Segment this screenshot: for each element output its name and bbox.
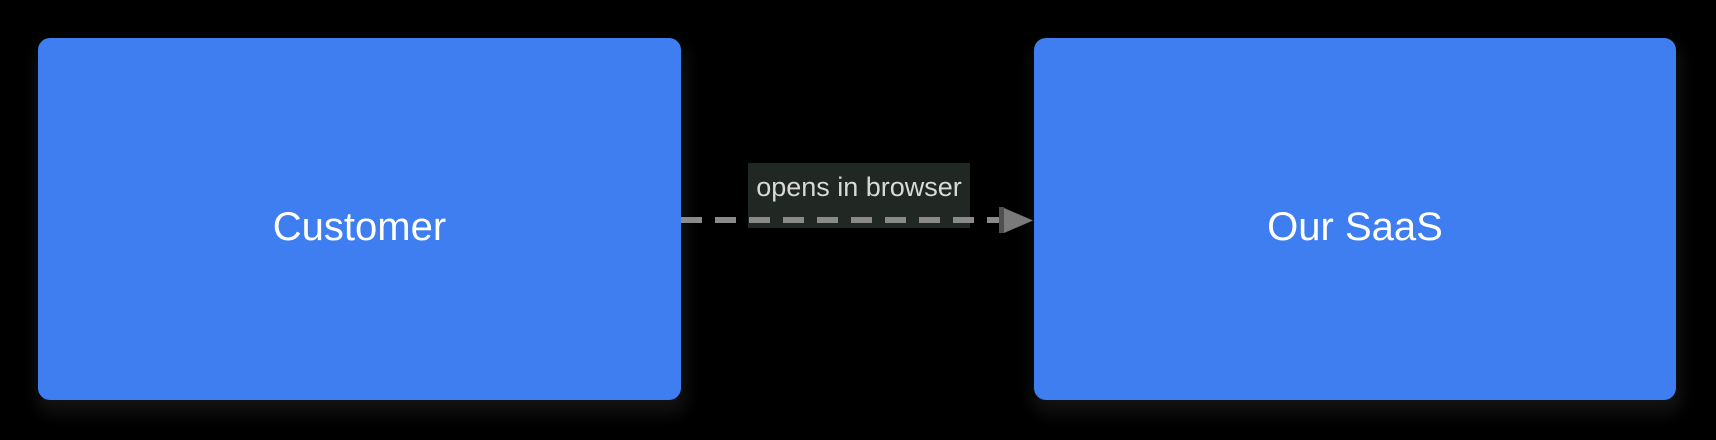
edge-label-text: opens in browser [756, 171, 962, 202]
arrowhead-icon [1004, 208, 1033, 233]
node-customer-label: Customer [272, 205, 447, 249]
node-customer: Customer [38, 38, 681, 400]
node-our-saas: Our SaaS [1034, 38, 1676, 400]
edge-label: opens in browser [748, 163, 970, 228]
arrowhead-tick [999, 207, 1004, 233]
node-our-saas-label: Our SaaS [1267, 205, 1443, 249]
